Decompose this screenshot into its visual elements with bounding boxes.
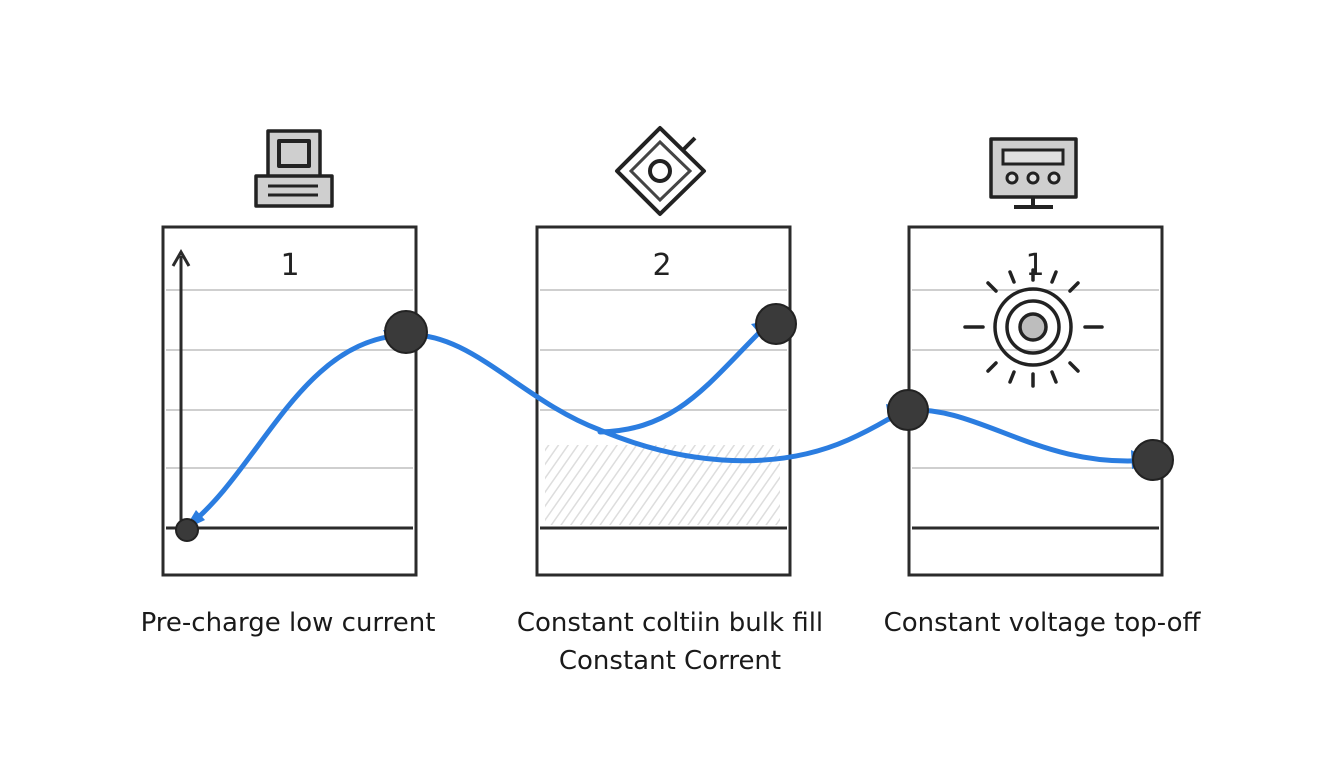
caption-panel-3-line-1: Constant voltage top-off: [883, 608, 1201, 638]
device-diamond-icon: [615, 126, 706, 216]
panel-1-number: 1: [280, 248, 299, 283]
node-start: [175, 518, 199, 542]
sun-target-icon: [963, 268, 1104, 388]
caption-panel-2-line-1: Constant coltiin bulk fill: [516, 608, 824, 638]
curve-bulk-main: [401, 332, 909, 464]
panel-2: 2: [535, 225, 792, 577]
panel-2-number: 2: [652, 248, 671, 283]
node-end: [1132, 439, 1174, 481]
curve-topoff: [903, 407, 1153, 464]
hatched-area: [545, 445, 780, 525]
panel-3-number: 1: [1025, 248, 1044, 283]
caption-panel-2-line-2: Constant Corrent: [558, 646, 782, 676]
caption-panel-1: Pre-charge low current: [118, 604, 458, 642]
node-transition: [887, 389, 929, 431]
caption-panel-1-line-1: Pre-charge low current: [140, 608, 436, 638]
caption-panel-2: Constant coltiin bulk fill Constant Corr…: [495, 604, 845, 680]
panel-3-box: [907, 225, 1164, 577]
curve-precharge: [184, 332, 407, 530]
curve-bulk-branch: [597, 319, 773, 435]
panel-3: 1: [907, 225, 1164, 577]
monitor-icon: [989, 137, 1078, 209]
printer-icon: [254, 129, 334, 208]
y-axis-arrow: [171, 248, 191, 528]
panel-1: 1: [161, 225, 418, 577]
node-peak-1: [384, 310, 428, 354]
caption-panel-3: Constant voltage top-off: [862, 604, 1222, 642]
node-peak-2: [755, 303, 797, 345]
